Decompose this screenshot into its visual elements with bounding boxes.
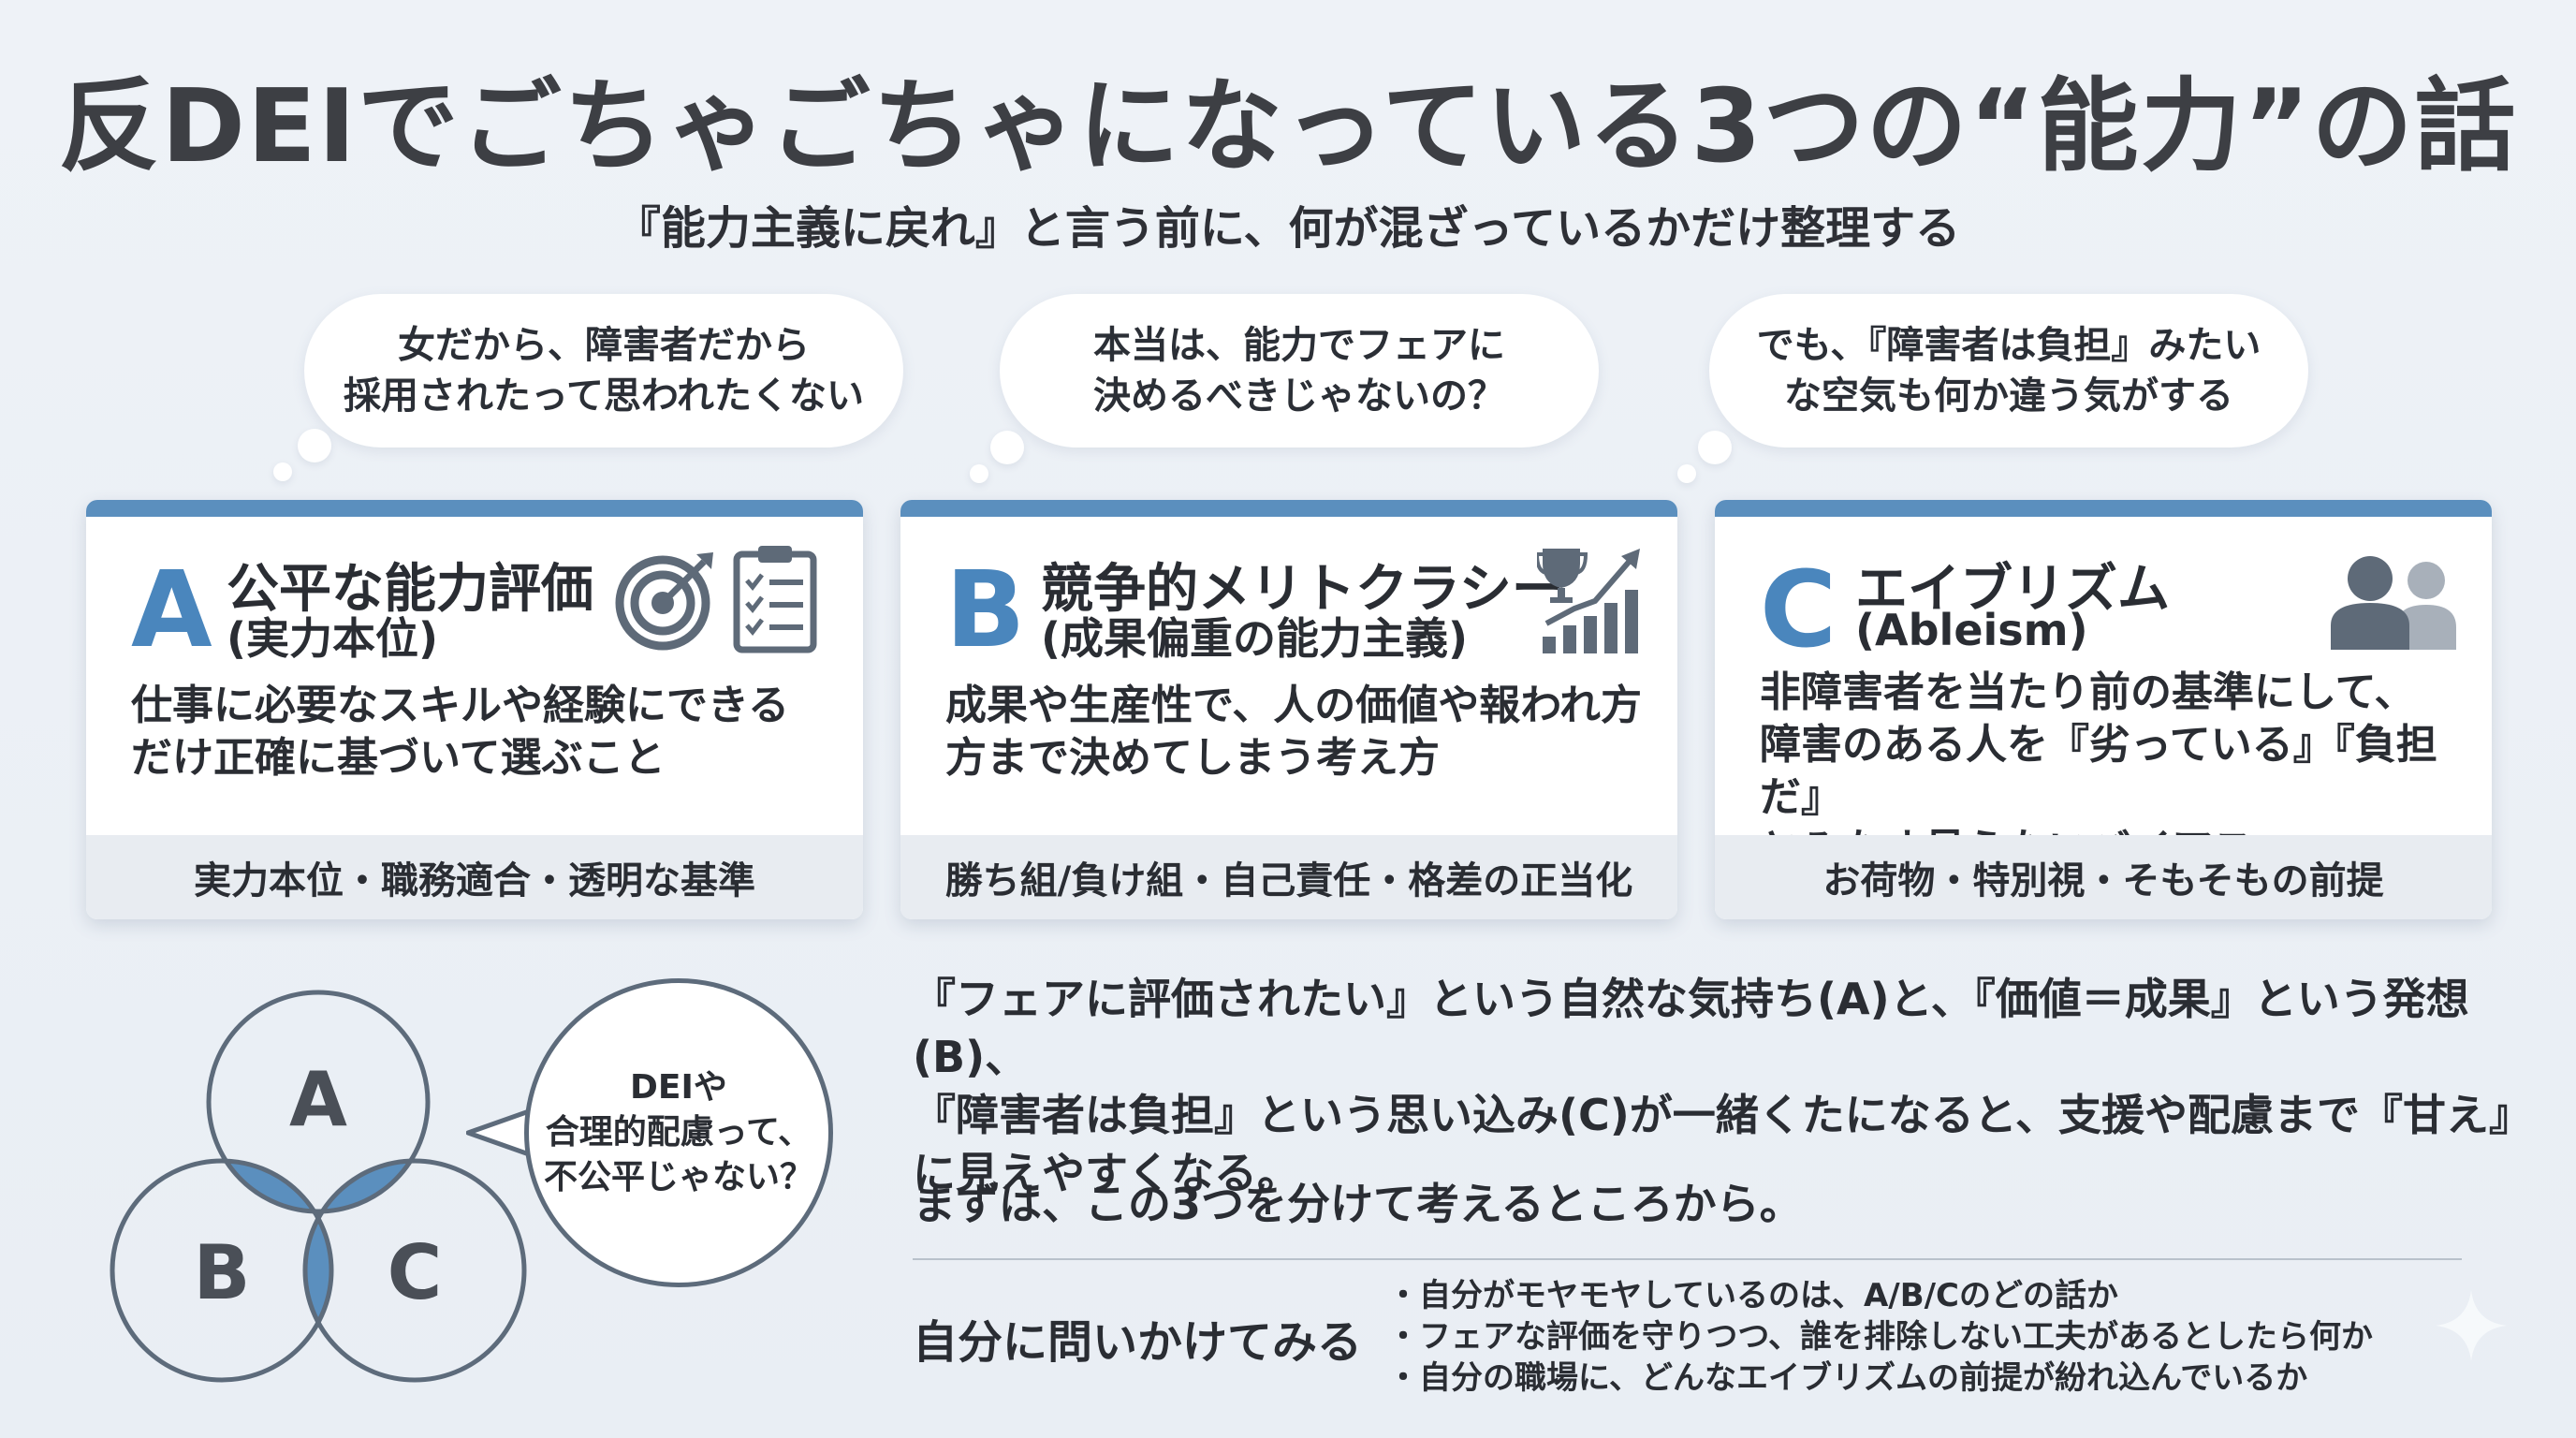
reflection-label: 自分に問いかけてみる <box>913 1316 1363 1369</box>
venn-circle-a <box>206 990 431 1214</box>
card-letter: A <box>131 550 212 671</box>
card-letter: C <box>1760 550 1837 671</box>
card-letter: B <box>945 550 1026 671</box>
page-title: 反DEIでごちゃごちゃになっている3つの“能力”の話 <box>58 68 2518 185</box>
card-top-bar <box>900 500 1677 517</box>
card-subtitle: (成果偏重の能力主義) <box>1041 613 1469 664</box>
card-title: エイブリズム <box>1855 559 2170 620</box>
list-item: ・フェアな評価を守りつつ、誰を排除しない工夫があるとしたら何か <box>1387 1318 2373 1356</box>
trophy-growth-chart-icon <box>1537 549 1640 653</box>
venn-label-b: B <box>194 1229 251 1316</box>
thought-bubble-3: でも、『障害者は負担』みたい な空気も何か違う気がする <box>1709 294 2308 448</box>
venn-circle-b <box>110 1158 334 1383</box>
card-subtitle: (Ableism) <box>1855 605 2088 655</box>
card-footer-keywords: 実力本位・職務適合・透明な基準 <box>86 835 863 919</box>
card-b-competitive-meritocracy: B 競争的メリトクラシー (成果偏重の能力主義) 成果や生産性で、人の価値や報わ… <box>900 500 1677 919</box>
card-title: 公平な能力評価 <box>227 559 593 620</box>
thought-dot <box>990 431 1024 464</box>
thought-dot <box>970 464 988 483</box>
card-description: 成果や生産性で、人の価値や報われ方 方まで決めてしまう考え方 <box>945 682 1643 782</box>
list-item: ・自分の職場に、どんなエイブリズムの前提が紛れ込んでいるか <box>1387 1359 2308 1397</box>
sparkle-icon <box>2436 1290 2507 1361</box>
card-footer-keywords: 勝ち組/負け組・自己責任・格差の正当化 <box>900 835 1677 919</box>
card-top-bar <box>1715 500 2492 517</box>
clipboard-checklist-icon <box>733 546 817 653</box>
list-item: ・自分がモヤモヤしているのは、A/B/Cのどの話か <box>1387 1277 2118 1314</box>
divider <box>913 1258 2462 1260</box>
venn-circle-c <box>302 1158 527 1383</box>
page-subtitle: 『能力主義に戻れ』と言う前に、何が混ざっているかだけ整理する <box>615 202 1961 255</box>
explanation-paragraph: 『フェアに評価されたい』という自然な気持ち(A)と、『価値＝成果』という発想(B… <box>913 974 2532 1198</box>
thought-dot <box>298 429 331 462</box>
card-a-fair-evaluation: A 公平な能力評価 (実力本位) 仕事に必要なスキルや経験にできる だけ正確に基… <box>86 500 863 919</box>
conclusion-text: まずは、この3つを分けて考えるところから。 <box>913 1179 1803 1229</box>
venn-diagram: A B C <box>110 990 527 1383</box>
venn-label-a: A <box>289 1056 347 1143</box>
venn-label-c: C <box>388 1229 443 1316</box>
card-footer-keywords: お荷物・特別視・そもそもの前提 <box>1715 835 2492 919</box>
reflection-list: ・自分がモヤモヤしているのは、A/B/Cのどの話か ・フェアな評価を守りつつ、誰… <box>1387 1275 2373 1399</box>
thought-bubble-1: 女だから、障害者だから 採用されたって思われたくない <box>304 294 903 448</box>
card-subtitle: (実力本位) <box>227 613 439 664</box>
thought-dot <box>1698 431 1732 464</box>
card-title: 競争的メリトクラシー <box>1041 559 1564 620</box>
card-description: 仕事に必要なスキルや経験にできる だけ正確に基づいて選ぶこと <box>131 682 790 782</box>
thought-dot <box>1677 464 1696 483</box>
card-top-bar <box>86 500 863 517</box>
thought-bubble-2: 本当は、能力でフェアに 決めるべきじゃないの？ <box>1000 294 1599 448</box>
people-icon <box>2331 556 2456 650</box>
thought-dot <box>273 462 292 481</box>
card-c-ableism: C エイブリズム (Ableism) 非障害者を当たり前の基準にして、 障害のあ… <box>1715 500 2492 919</box>
venn-speech-bubble: DEIや 合理的配慮って、 不公平じゃない？ <box>524 978 833 1287</box>
target-icon <box>615 552 713 651</box>
